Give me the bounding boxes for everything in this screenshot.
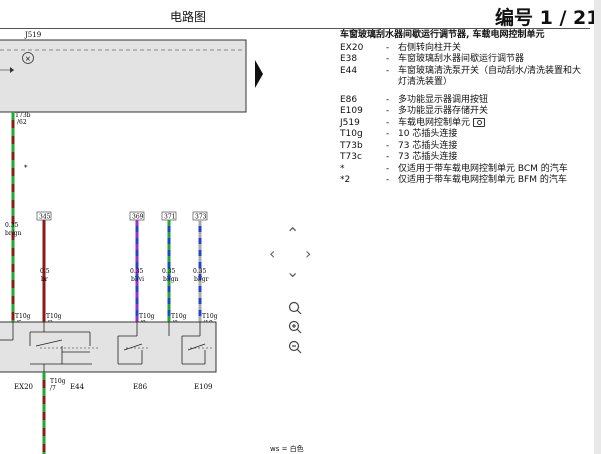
vertical-scrollbar[interactable] xyxy=(594,0,601,454)
wire-color-label-2: br xyxy=(41,276,48,283)
wire-arrow-icon xyxy=(10,67,14,73)
t10g-label-3: T10g xyxy=(139,313,155,320)
switch-symbols xyxy=(0,322,206,372)
wire-ref-369: 369 xyxy=(132,214,144,221)
legend-item: E109-多功能显示器存储开关 xyxy=(340,106,590,118)
legend-code: J519 xyxy=(340,117,360,128)
t10g-pin-6: /7 xyxy=(50,385,56,392)
wire-size-label-1: 0.35 xyxy=(5,222,19,229)
legend-code: E109 xyxy=(340,106,363,116)
legend-item: J519-车载电网控制单元 xyxy=(340,117,590,130)
t10g-label-1: T10g xyxy=(15,313,31,320)
wire-color-label-4: bl/gn xyxy=(163,276,179,283)
legend-desc: 车窗玻璃刮水器间歇运行调节器 xyxy=(398,54,525,64)
wire-ref-371: 371 xyxy=(164,214,175,221)
legend-code: T73b xyxy=(340,140,363,151)
legend-item: E86-多功能显示器调用按钮 xyxy=(340,95,590,107)
legend-desc: 车窗玻璃清洗泵开关（自动刮水/清洗装置和大灯清洗装置） xyxy=(398,65,582,88)
diagram-title: 电路图 xyxy=(170,10,207,24)
legend-code: E86 xyxy=(340,94,358,105)
legend-code: * xyxy=(340,163,345,174)
t10g-label-6: T10g xyxy=(50,378,66,385)
wire-color-label-5: bl/gr xyxy=(194,276,209,283)
j519-cross-marker: × xyxy=(25,55,31,63)
t10g-label-4: T10g xyxy=(171,313,187,320)
legend-desc: 车载电网控制单元 xyxy=(398,117,471,128)
legend-item: *-仅适用于带车载电网控制单元 BCM 的汽车 xyxy=(340,164,590,176)
legend-item: EX20-右侧转向柱开关 xyxy=(340,43,590,55)
switch-assembly-box xyxy=(0,321,217,373)
zoom-out-icon[interactable] xyxy=(288,340,302,354)
t73b-connector-label: T73b xyxy=(15,112,31,119)
wire-size-label-2: 0.5 xyxy=(40,268,50,275)
component-label-e86: E86 xyxy=(133,383,148,391)
t10g-label-2: T10g xyxy=(46,313,62,320)
legend-item: *2-仅适用于带车载电网控制单元 BFM 的汽车 xyxy=(340,175,590,187)
zoom-fit-icon[interactable] xyxy=(288,301,302,315)
legend-desc: 仅适用于带车载电网控制单元 BCM 的汽车 xyxy=(398,163,568,174)
legend-desc: 73 芯插头连接 xyxy=(398,152,458,162)
wire-color-label-3: bl/vi xyxy=(131,276,144,283)
arrow-down-icon[interactable]: ⌄ xyxy=(286,262,300,281)
j519-control-unit-box xyxy=(0,39,247,113)
legend-desc: 10 芯插头连接 xyxy=(398,129,458,139)
arrow-up-icon[interactable]: ⌃ xyxy=(286,224,300,243)
j519-label: J519 xyxy=(24,31,41,39)
component-label-e44: E44 xyxy=(70,383,85,391)
legend-panel: 车窗玻璃刮水器间歇运行调节器, 车载电网控制单元 EX20-右侧转向柱开关 E3… xyxy=(340,30,590,187)
legend-code: *2 xyxy=(340,175,351,185)
legend-item: T73b-73 芯插头连接 xyxy=(340,141,590,153)
legend-code: E44 xyxy=(340,65,358,76)
legend-item: T73c-73 芯插头连接 xyxy=(340,152,590,164)
legend-desc: 仅适用于带车载电网控制单元 BFM 的汽车 xyxy=(398,175,567,185)
legend-item: E44-车窗玻璃清洗泵开关（自动刮水/清洗装置和大灯清洗装置） xyxy=(340,66,590,89)
legend-code: E38 xyxy=(340,54,358,64)
wire-size-label-3: 0.35 xyxy=(130,268,144,275)
legend-desc: 73 芯插头连接 xyxy=(398,140,458,151)
wire-color-label-1: br/gn xyxy=(5,230,22,237)
page-number: 编号 1 / 21 xyxy=(495,7,600,29)
legend-title: 车窗玻璃刮水器间歇运行调节器, 车载电网控制单元 xyxy=(340,30,545,40)
legend-code: T10g xyxy=(340,129,363,139)
t73b-pin-label: /62 xyxy=(17,119,27,126)
asterisk-marker: * xyxy=(24,164,28,172)
legend-code: EX20 xyxy=(340,42,364,53)
page-next-icon[interactable] xyxy=(255,60,263,88)
component-label-ex20: EX20 xyxy=(14,383,33,391)
legend-item: E38-车窗玻璃刮水器间歇运行调节器 xyxy=(340,54,590,66)
legend-item: T10g-10 芯插头连接 xyxy=(340,129,590,141)
arrow-left-icon[interactable]: ‹ xyxy=(269,244,276,263)
j519-circle-marker-icon xyxy=(22,52,34,64)
zoom-controls xyxy=(288,301,302,354)
legend-desc: 右侧转向柱开关 xyxy=(398,42,462,53)
footer-color-note: ws = 白色 xyxy=(270,445,304,453)
wire-size-label-4: 0.35 xyxy=(162,268,176,275)
header-divider xyxy=(0,28,590,29)
wire-ref-345: 345 xyxy=(39,214,51,221)
wire-size-label-5: 0.35 xyxy=(193,268,207,275)
wire-ref-373: 373 xyxy=(195,214,207,221)
arrow-right-icon[interactable]: › xyxy=(305,244,312,263)
legend-desc: 多功能显示器存储开关 xyxy=(398,106,489,116)
legend-code: T73c xyxy=(340,152,362,162)
legend-desc: 多功能显示器调用按钮 xyxy=(398,94,489,105)
t10g-label-5: T10g xyxy=(202,313,218,320)
camera-icon[interactable] xyxy=(473,117,486,127)
component-label-e109: E109 xyxy=(194,383,212,391)
zoom-in-icon[interactable] xyxy=(288,320,302,334)
